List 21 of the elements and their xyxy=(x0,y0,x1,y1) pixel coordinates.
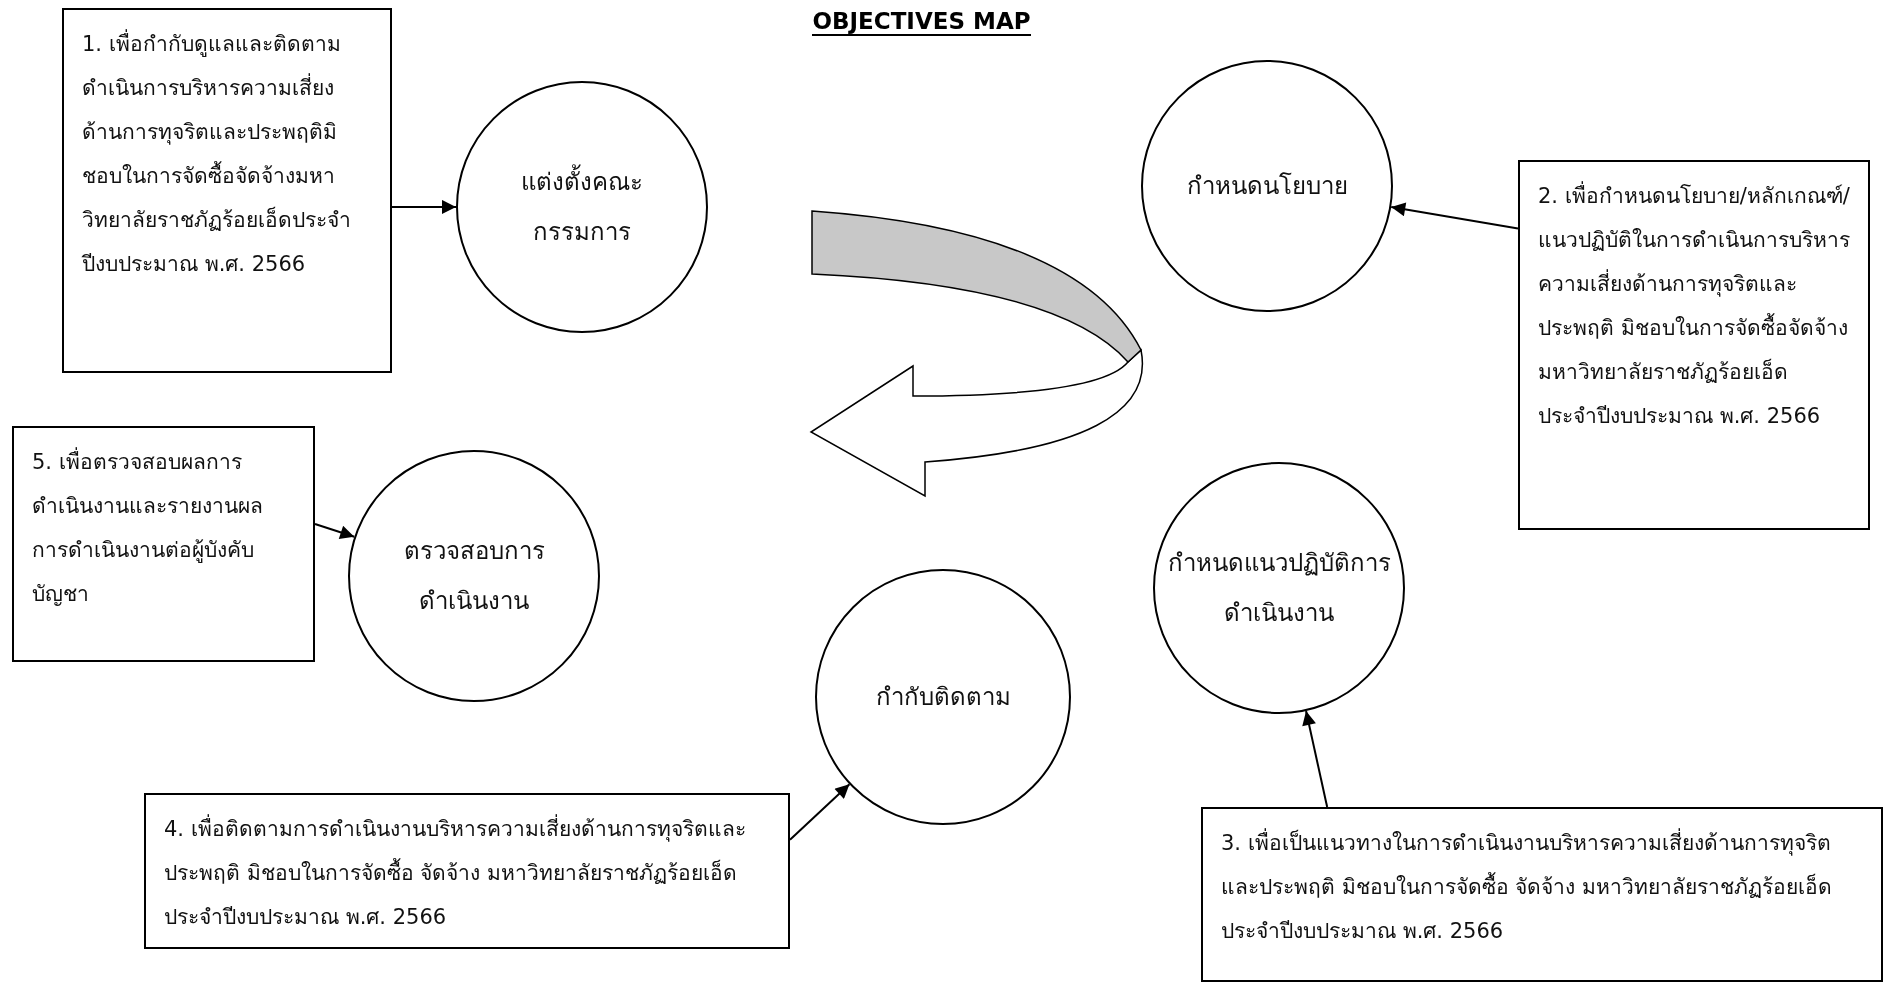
step-label: แต่งตั้งคณะกรรมการ xyxy=(507,157,657,257)
step-label: กำหนดนโยบาย xyxy=(1186,171,1348,202)
objective-box xyxy=(144,793,790,949)
title: OBJECTIVES MAP xyxy=(812,8,1031,36)
step-label: ตรวจสอบการดำเนินงาน xyxy=(402,536,546,617)
objective-text: 2. เพื่อกำหนดนโยบาย/หลักเกณฑ์/แนวปฏิบัติในการดำเนินการบริหารความเสี่ยงด้านการทุจริตและประพฤติ มิชอบในการจัดซื้อจัดจ้าง มหาวิทยาลัยราชภัฏร้อยเอ็ด ประจำปีงบประมาณ พ.ศ. 2566 xyxy=(1538,174,1850,438)
objective-text: 5. เพื่อตรวจสอบผลการดำเนินงานและรายงานผลการดำเนินงานต่อผู้บังคับบัญชา xyxy=(32,440,295,616)
objective-text: 1. เพื่อกำกับดูแลและติดตามดำเนินการบริหารความเสี่ยงด้านการทุจริตและประพฤติมิชอบในการจัดซื้อจัดจ้างมหาวิทยาลัยราชภัฏร้อยเอ็ดประจำปีงบประมาณ พ.ศ. 2566 xyxy=(82,22,372,286)
arrow xyxy=(1302,710,1329,808)
objective-text: 4. เพื่อติดตามการดำเนินงานบริหารความเสี่ยงด้านการทุจริตและประพฤติ มิชอบในการจัดซื้อ จัดจ้าง มหาวิทยาลัยราชภัฏร้อยเอ็ด ประจำปีงบประมาณ พ.ศ. 2566 xyxy=(164,807,770,939)
objective-box xyxy=(1518,160,1870,530)
arrow xyxy=(314,522,356,540)
arrow xyxy=(391,199,457,214)
step-label: กำหนดแนวปฏิบัติการดำเนินงาน xyxy=(1166,548,1392,629)
objective-box xyxy=(62,8,392,373)
arrow xyxy=(1390,202,1519,230)
objective-box xyxy=(1201,807,1883,982)
step-label: กำกับติดตาม xyxy=(875,682,1011,713)
objective-box xyxy=(12,426,315,662)
objective-text: 3. เพื่อเป็นแนวทางในการดำเนินงานบริหารความเสี่ยงด้านการทุจริตและประพฤติ มิชอบในการจัดซื้อ จัดจ้าง มหาวิทยาลัยราชภัฏร้อยเอ็ด ประจำปีงบประมาณ พ.ศ. 2566 xyxy=(1221,821,1863,953)
arrow xyxy=(789,783,851,841)
